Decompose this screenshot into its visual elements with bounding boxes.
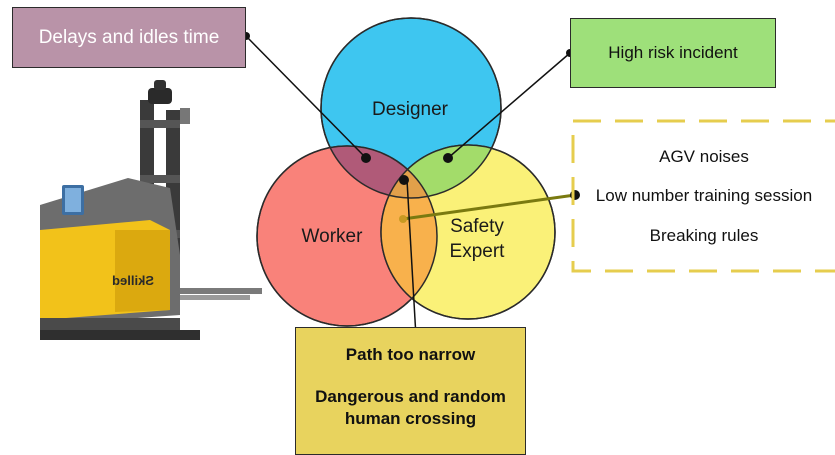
- path-callout-box: Path too narrow Dangerous and random hum…: [295, 327, 526, 455]
- dashed-box-connector-line: [402, 193, 576, 221]
- dashed-callout-box: AGV noises Low number training session B…: [573, 121, 835, 271]
- agv-forklift-image: Skilled: [40, 80, 262, 340]
- path-callout-line2: Dangerous and random: [315, 387, 506, 406]
- delays-connector-line: [245, 35, 367, 159]
- forklift-brand-text: Skilled: [112, 273, 154, 288]
- risk-connector-line: [447, 52, 571, 159]
- delays-callout-box: Delays and idles time: [12, 7, 246, 68]
- path-connector-line: [406, 179, 417, 338]
- high-risk-callout-box: High risk incident: [570, 18, 776, 88]
- safety-label-line2: Expert: [449, 241, 505, 262]
- dashed-item-training-session: Low number training session: [595, 186, 813, 205]
- worker-label: Worker: [301, 226, 363, 247]
- designer-label: Designer: [371, 99, 449, 120]
- path-callout-line1: Path too narrow: [345, 345, 476, 364]
- designer-safety-overlap: [381, 145, 501, 198]
- path-callout-line3: human crossing: [344, 409, 477, 428]
- safety-expert-label: Safety Expert: [427, 214, 527, 264]
- dashed-item-agv-noises: AGV noises: [659, 146, 749, 166]
- dashed-item-breaking-rules: Breaking rules: [649, 225, 759, 245]
- delays-callout-text: Delays and idles time: [38, 26, 220, 48]
- dashed-box-border: [571, 119, 835, 273]
- safety-label-line1: Safety: [450, 216, 504, 237]
- high-risk-callout-text: High risk incident: [608, 43, 738, 62]
